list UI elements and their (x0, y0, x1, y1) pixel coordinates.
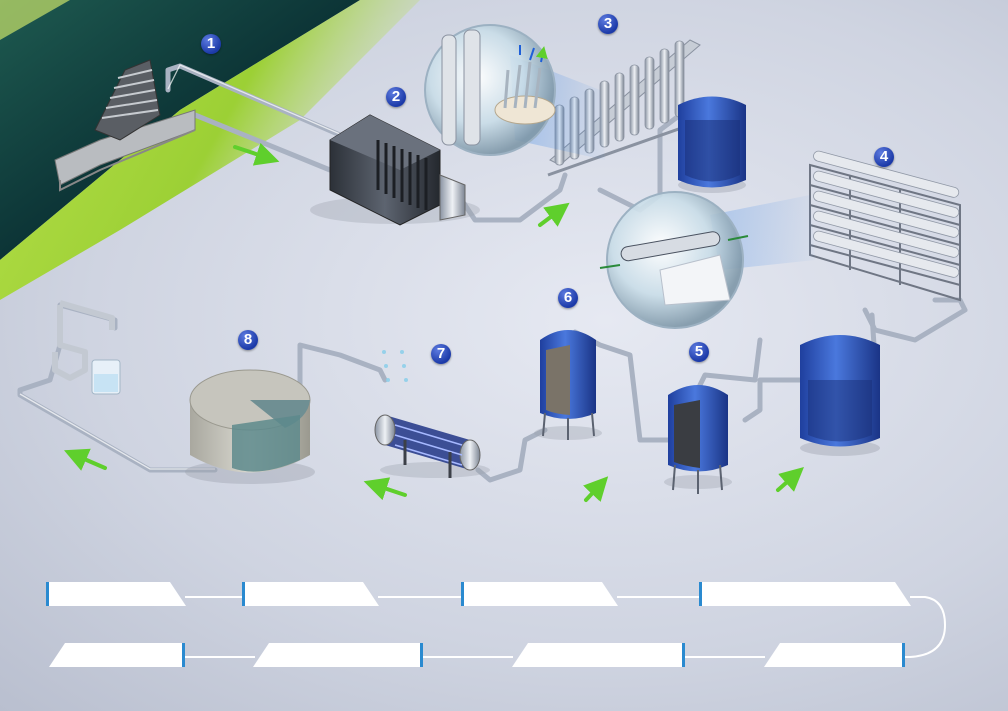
step-1-badge: 1 (201, 34, 221, 54)
clear-water-tank-icon (185, 369, 315, 484)
step-4-badge: 4 (874, 147, 894, 167)
step-8-label-box (49, 643, 185, 669)
step-3-badge: 3 (598, 14, 618, 34)
sand-filter-icon (534, 330, 602, 440)
flow-arrows (63, 142, 804, 502)
step-1-label-box (46, 582, 186, 608)
step-4-label-box (699, 582, 911, 608)
step-5-label-box (764, 643, 905, 669)
filter-press-icon (310, 114, 480, 226)
ultrafiltration-zoom (424, 24, 556, 156)
step-6-badge: 6 (558, 288, 578, 308)
reverse-osmosis-zoom (599, 191, 749, 329)
step-7-badge: 7 (431, 344, 451, 364)
screen-filter-icon (54, 59, 196, 192)
tank-icon (678, 96, 746, 193)
step-5-badge: 5 (689, 342, 709, 362)
carbon-filter-icon (664, 385, 732, 494)
shore-grass (0, 0, 420, 300)
step-7-label-box (253, 643, 423, 669)
storage-tank-icon (800, 335, 880, 456)
step-2-label-box (242, 582, 379, 608)
step-6-label-box (512, 643, 685, 669)
reverse-osmosis-icon (809, 150, 961, 302)
step-3-label-box (461, 582, 618, 608)
uv-sterilizer-icon (374, 350, 490, 478)
faucet-icon (52, 300, 121, 395)
sea-water (0, 0, 360, 260)
label-connectors (182, 596, 947, 658)
step-2-badge: 2 (386, 87, 406, 107)
step-8-badge: 8 (238, 330, 258, 350)
